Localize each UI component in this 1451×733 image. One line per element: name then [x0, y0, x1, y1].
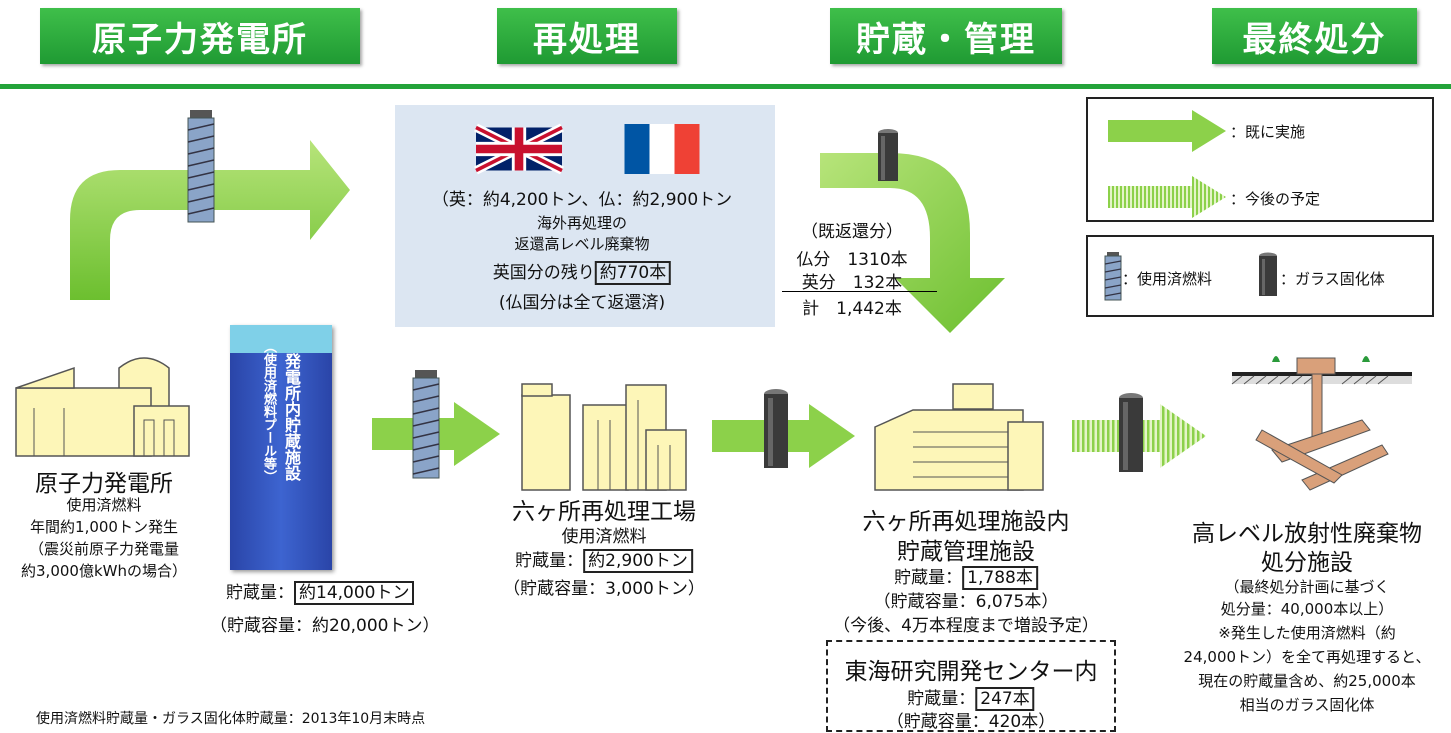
pool-capacity: （貯蔵容量：約20,000トン） [210, 616, 440, 636]
reprocessing-plant-capacity: （貯蔵容量：3,000トン） [503, 579, 705, 599]
disposal-line1: （最終処分計画に基づく [1224, 578, 1390, 596]
disposal-title-1: 高レベル放射性廃棄物 [1192, 521, 1422, 547]
storage-stock: 貯蔵量：1,788本 [894, 563, 1038, 590]
storage-facility-building-icon [874, 383, 1044, 491]
uk-remaining-value: 約770本 [594, 261, 672, 285]
vitrified-waste-icon [878, 129, 898, 181]
returned-uk: 英分 132本 [801, 273, 903, 293]
france-flag-icon [624, 124, 700, 174]
power-plant-line3: （震災前原子力発電量 [28, 540, 180, 558]
legend-spent-fuel-icon [1104, 252, 1122, 301]
reprocessing-plant-stock: 貯蔵量：約2,900トン [515, 546, 693, 573]
vitrified-waste-icon-2 [764, 389, 788, 468]
pool-vertical-sub: （使用済燃料プール等） [261, 340, 276, 483]
storage-note: （今後、4万本程度まで増設予定） [833, 616, 1099, 636]
pool-storage-column [230, 325, 332, 570]
disposal-line3: ※発生した使用済燃料（約 [1218, 624, 1396, 642]
storage-stock-label: 貯蔵量： [894, 568, 963, 588]
france-note: (仏国分は全て返還済) [498, 293, 666, 313]
overseas-title-2: 返還高レベル廃棄物 [514, 235, 650, 253]
footnote: 使用済燃料貯蔵量・ガラス固化体貯蔵量：2013年10月末時点 [36, 711, 426, 727]
tokai-capacity: （貯蔵容量：420本） [886, 712, 1056, 732]
tokai-stock: 貯蔵量：247本 [907, 684, 1035, 711]
disposal-line6: 相当のガラス固化体 [1239, 696, 1375, 714]
pool-vertical-sub-wrap: （使用済燃料プール等） [260, 340, 276, 483]
reprocessing-plant-building-icon [521, 383, 687, 491]
reprocessing-plant-stock-value: 約2,900トン [583, 549, 693, 573]
tokai-stock-label: 貯蔵量： [907, 689, 976, 709]
legend-existing: ：既に実施 [1230, 123, 1306, 141]
returned-france: 仏分 1310本 [796, 250, 908, 270]
reprocessing-plant-stock-label: 貯蔵量： [515, 551, 584, 571]
spent-fuel-icon-2 [412, 370, 440, 479]
stage-header-power-plant: 原子力発電所 [40, 8, 360, 64]
uk-flag-icon [474, 123, 564, 175]
storage-title-1: 六ヶ所再処理施設内 [862, 509, 1070, 535]
legend-box-materials [1086, 235, 1434, 317]
returned-total: 計 1,442本 [802, 299, 902, 319]
spent-fuel-icon [187, 110, 215, 223]
uk-remaining: 英国分の残り約770本 [492, 258, 672, 285]
storage-capacity: （貯蔵容量：6,075本） [873, 592, 1059, 612]
pool-stock: 貯蔵量：約14,000トン [226, 578, 415, 605]
overseas-title-1: 海外再処理の [536, 214, 628, 232]
pool-vertical-title: 発電所内貯蔵施設 [282, 353, 301, 481]
pool-stock-label: 貯蔵量： [226, 583, 294, 603]
pool-stock-value: 約14,000トン [294, 581, 415, 605]
legend-vitrified-icon [1259, 252, 1277, 296]
legend-vitrified: ：ガラス固化体 [1280, 270, 1385, 288]
disposal-line2: 処分量：40,000本以上） [1220, 600, 1394, 618]
legend-box-arrows [1086, 97, 1434, 222]
tokai-title: 東海研究開発センター内 [844, 659, 1098, 685]
tokai-box [826, 640, 1116, 732]
stage-header-storage: 貯蔵・管理 [830, 8, 1062, 64]
power-plant-line2: 年間約1,000トン発生 [30, 518, 178, 536]
flow-arrow-to-reprocessing-top [70, 140, 350, 300]
power-plant-line1: 使用済燃料 [66, 496, 142, 514]
storage-title-2: 貯蔵管理施設 [897, 539, 1035, 565]
disposal-title-2: 処分施設 [1261, 550, 1353, 576]
storage-stock-value: 1,788本 [962, 566, 1038, 590]
pool-vertical-label: 発電所内貯蔵施設 [282, 353, 301, 481]
disposal-facility-icon [1231, 356, 1412, 491]
pool-storage-top [230, 325, 332, 353]
power-plant-line4: 約3,000億kWhの場合） [21, 562, 187, 580]
tokai-stock-value: 247本 [975, 687, 1035, 711]
stage-header-reprocessing: 再処理 [497, 8, 677, 64]
legend-planned: ：今後の予定 [1230, 190, 1321, 208]
power-plant-building-icon [15, 357, 190, 457]
reprocessing-plant-title: 六ヶ所再処理工場 [512, 499, 696, 525]
power-plant-title: 原子力発電所 [35, 471, 173, 497]
overseas-amounts: （英：約4,200トン、仏：約2,900トン [431, 190, 733, 210]
stage-header-disposal: 最終処分 [1212, 8, 1417, 64]
returned-label: （既返還分） [801, 222, 903, 242]
returned-total-line [782, 291, 937, 292]
overseas-panel [395, 105, 775, 327]
header-divider [0, 84, 1451, 89]
disposal-line4: 24,000トン）を全て再処理すると、 [1183, 648, 1431, 666]
disposal-line5: 現在の貯蔵量含め、約25,000本 [1198, 672, 1416, 690]
legend-spent-fuel: ：使用済燃料 [1122, 270, 1213, 288]
legend-planned-arrow-icon [1108, 176, 1226, 218]
legend-existing-arrow-icon [1108, 110, 1226, 152]
vitrified-waste-icon-3 [1119, 393, 1143, 472]
uk-remaining-label: 英国分の残り [492, 263, 595, 283]
reprocessing-plant-line1: 使用済燃料 [561, 527, 647, 547]
flow-arrow-returned-waste [820, 153, 1005, 333]
